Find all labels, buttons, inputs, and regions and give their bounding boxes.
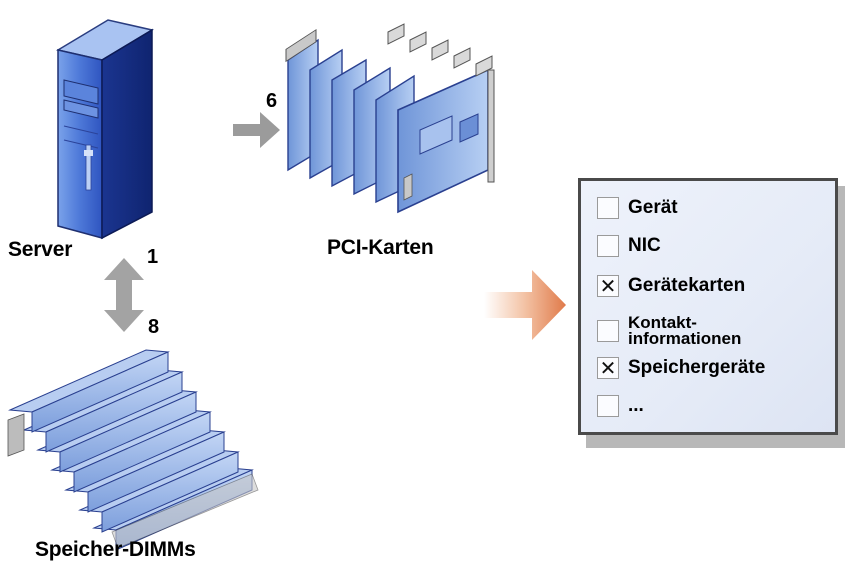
- checkbox[interactable]: [597, 320, 619, 342]
- checkbox[interactable]: ✕: [597, 275, 619, 297]
- server-label: Server: [8, 238, 73, 261]
- checkbox[interactable]: [597, 395, 619, 417]
- checklist-item-kontaktinformationen[interactable]: Kontakt- informationen: [597, 313, 742, 348]
- checklist-item-label: ...: [628, 395, 644, 416]
- checklist-item-speichergeraete[interactable]: ✕ Speichergeräte: [597, 357, 765, 379]
- checklist-item-label: Gerät: [628, 197, 678, 218]
- pci-count: 6: [266, 90, 278, 112]
- checklist-item-label-line1: Kontakt-: [628, 313, 697, 332]
- checklist-item-label: Kontakt- informationen: [628, 313, 742, 348]
- checklist-item-label: Gerätekarten: [628, 275, 746, 296]
- checkbox[interactable]: ✕: [597, 357, 619, 379]
- arrow-server-to-dimms: [104, 258, 144, 332]
- checkbox[interactable]: [597, 197, 619, 219]
- checkbox[interactable]: [597, 235, 619, 257]
- checklist-item-nic[interactable]: NIC: [597, 235, 661, 257]
- pci-label: PCI-Karten: [327, 236, 434, 259]
- dimm-modules-icon: [7, 349, 259, 551]
- checklist-item-label: Speichergeräte: [628, 357, 766, 378]
- server-tower-icon: [56, 19, 154, 240]
- checklist-item-geraet[interactable]: Gerät: [597, 197, 678, 219]
- checklist-item-label: NIC: [628, 235, 661, 256]
- dimm-label: Speicher-DIMMs: [35, 538, 196, 561]
- arrow-server-to-pci: [233, 112, 280, 148]
- arrow-to-checklist: [484, 270, 566, 340]
- pci-cards-icon: [285, 23, 495, 214]
- checklist-panel: Gerät NIC ✕ Gerätekarten Kontakt- inform…: [578, 178, 838, 435]
- checklist-item-geraetekarten[interactable]: ✕ Gerätekarten: [597, 275, 745, 297]
- checklist-item-label-line2: informationen: [628, 329, 742, 348]
- server-count: 1: [147, 246, 159, 268]
- checklist-item-more[interactable]: ...: [597, 395, 644, 417]
- dimm-count: 8: [148, 316, 160, 338]
